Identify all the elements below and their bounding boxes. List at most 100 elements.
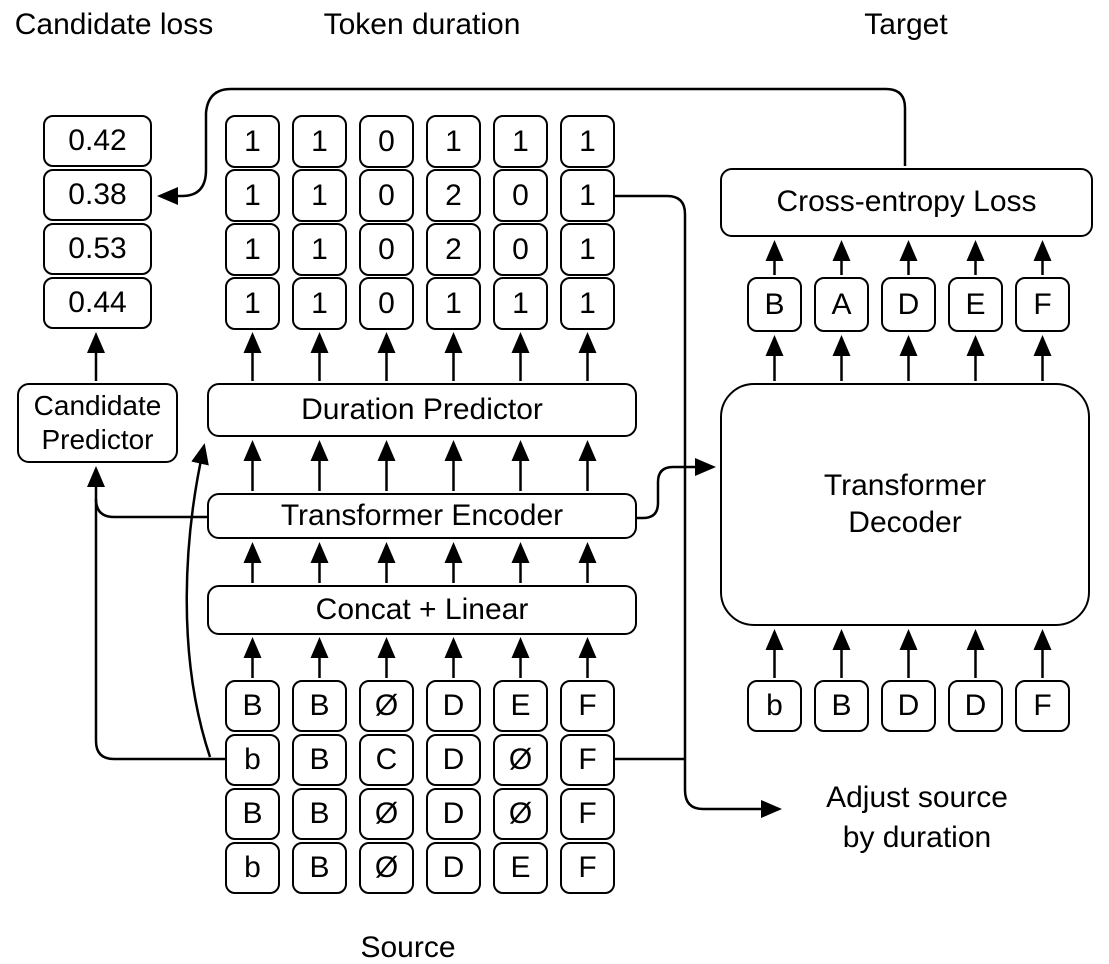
connector-encoder-to-candidate-predictor	[94, 498, 207, 519]
source-token-cell: F	[560, 788, 615, 840]
source-token-cell: Ø	[493, 734, 548, 786]
decoder-input-cell: D	[881, 680, 936, 732]
token-duration-label: Token duration	[323, 8, 521, 41]
adjust-source-line1: Adjust source	[826, 781, 1008, 814]
source-token-cell: E	[493, 842, 548, 894]
arrow-source-to-candidate-predictor	[87, 466, 225, 761]
token-duration-cell: 1	[292, 277, 347, 330]
source-token-cell: Ø	[359, 788, 414, 840]
source-token-cell: Ø	[359, 842, 414, 894]
cross-entropy-loss-box: Cross-entropy Loss	[720, 168, 1093, 237]
decoder-input-cell: D	[948, 680, 1003, 732]
candidate-loss: 0.44	[43, 277, 152, 329]
target-token-cell: F	[1015, 277, 1070, 332]
arrow-celoss-to-candidate-loss	[157, 87, 907, 205]
target-label: Target	[864, 8, 948, 41]
token-duration-cell: 1	[426, 115, 481, 168]
source-token-cell: Ø	[493, 788, 548, 840]
token-duration-cell: 1	[560, 115, 615, 168]
source-token-cell: b	[225, 842, 280, 894]
candidate-predictor-line1: Candidate	[33, 389, 162, 421]
token-duration-cell: 1	[560, 223, 615, 276]
duration-predictor-box: Duration Predictor	[207, 383, 637, 437]
token-duration-cell: 1	[292, 169, 347, 222]
duration-predictor-label: Duration Predictor	[301, 392, 543, 426]
token-duration-cell: 0	[359, 223, 414, 276]
source-token-cell: F	[560, 734, 615, 786]
source-label: Source	[360, 931, 456, 964]
source-token-cell: D	[426, 842, 481, 894]
candidate-loss-label: Candidate loss	[14, 8, 214, 41]
source-token-cell: F	[560, 680, 615, 732]
token-duration-cell: 1	[560, 169, 615, 222]
decoder-input-cell: F	[1015, 680, 1070, 732]
token-duration-cell: 1	[225, 223, 280, 276]
source-token-cell: B	[225, 680, 280, 732]
token-duration-cell: 1	[225, 169, 280, 222]
source-token-cell: B	[225, 788, 280, 840]
token-duration-cell: 1	[225, 115, 280, 168]
source-token-cell: D	[426, 734, 481, 786]
arrow-duration-to-adjust-source	[615, 194, 782, 818]
concat-linear-box: Concat + Linear	[207, 585, 637, 635]
arrow-source-to-duration-predictor	[185, 443, 212, 758]
transformer-encoder-label: Transformer Encoder	[280, 498, 564, 532]
candidate-loss: 0.38	[43, 169, 152, 221]
adjust-source-line2: by duration	[842, 821, 992, 854]
source-token-cell: D	[426, 680, 481, 732]
token-duration-cell: 1	[225, 277, 280, 330]
token-duration-cell: 1	[493, 115, 548, 168]
decoder-input-cell: B	[814, 680, 869, 732]
token-duration-cell: 1	[560, 277, 615, 330]
source-token-cell: C	[359, 734, 414, 786]
candidate-loss: 0.42	[43, 115, 152, 167]
transformer-encoder-box: Transformer Encoder	[207, 493, 637, 539]
adjust-source-note: Adjust source by duration	[826, 778, 1008, 858]
source-token-cell: B	[292, 734, 347, 786]
cross-entropy-loss-label: Cross-entropy Loss	[776, 185, 1037, 219]
source-token-cell: B	[292, 842, 347, 894]
token-duration-cell: 1	[292, 223, 347, 276]
source-token-cell: D	[426, 788, 481, 840]
candidate-predictor-line2: Predictor	[41, 424, 154, 455]
candidate-loss: 0.53	[43, 223, 152, 275]
target-token-cell: B	[747, 277, 802, 332]
token-duration-cell: 1	[426, 277, 481, 330]
transformer-decoder-line2: Decoder	[848, 505, 962, 539]
token-duration-cell: 0	[359, 169, 414, 222]
decoder-input-cell: b	[747, 680, 802, 732]
source-token-cell: E	[493, 680, 548, 732]
target-token-cell: D	[881, 277, 936, 332]
source-token-cell: Ø	[359, 680, 414, 732]
target-token-cell: A	[814, 277, 869, 332]
token-duration-cell: 1	[292, 115, 347, 168]
source-token-cell: F	[560, 842, 615, 894]
token-duration-cell: 0	[359, 115, 414, 168]
token-duration-cell: 1	[493, 277, 548, 330]
token-duration-cell: 2	[426, 223, 481, 276]
arrow-encoder-to-decoder	[637, 458, 716, 520]
source-token-cell: B	[292, 788, 347, 840]
transformer-decoder-box: Transformer Decoder	[720, 383, 1090, 626]
token-duration-cell: 0	[493, 223, 548, 276]
target-token-cell: E	[948, 277, 1003, 332]
token-duration-cell: 0	[493, 169, 548, 222]
source-token-cell: B	[292, 680, 347, 732]
